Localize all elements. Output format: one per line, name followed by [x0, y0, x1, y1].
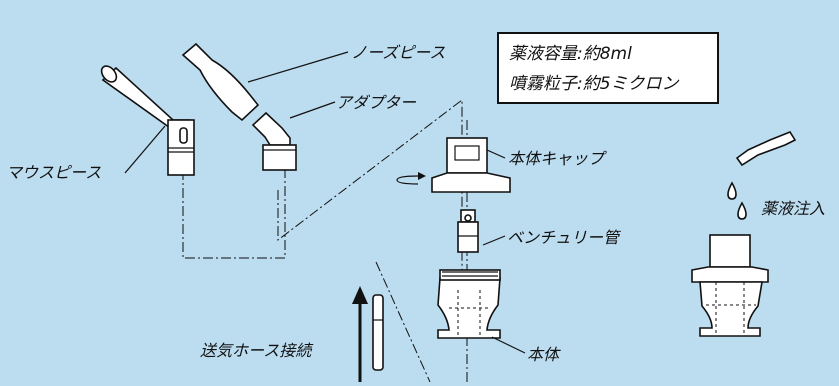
body-arrow [491, 336, 526, 354]
assembled-cap [691, 266, 769, 283]
assembled-body [699, 281, 763, 337]
rotation-arrow [396, 172, 426, 185]
particle-spec: 噴霧粒子:約5ミクロン [509, 74, 679, 94]
venturi-tube-part [457, 209, 479, 253]
body-cap-base [431, 172, 511, 193]
adapter-elbow [251, 111, 291, 146]
assembled-top [709, 234, 751, 268]
nose-piece-label: ノーズピース [351, 43, 446, 62]
drop-1 [727, 181, 737, 200]
mouthpiece-assembly-line [182, 150, 286, 259]
air-hose-part [352, 286, 384, 382]
medicine-bottle [735, 131, 797, 167]
mouthpiece-arrow [124, 125, 166, 174]
liquid-injection-illustration [691, 131, 797, 337]
body-cap-top [446, 137, 488, 174]
air-hose-label: 送気ホース接続 [200, 341, 312, 360]
venturi-tube-label: ベンチュリー管 [507, 228, 620, 247]
mouthpiece-tip [100, 65, 118, 83]
body-thread [439, 269, 501, 281]
nose-piece-arrow [247, 51, 349, 83]
venturi-arrow [482, 235, 506, 246]
mouthpiece-part [100, 65, 195, 176]
body-label: 本体 [527, 345, 560, 364]
air-flow-arrow [352, 286, 368, 304]
liquid-injection-label: 薬液注入 [761, 199, 826, 218]
spec-box: 薬液容量:約8ml 噴霧粒子:約5ミクロン [497, 32, 719, 104]
adapter-base [262, 144, 297, 171]
adapter-arrow [289, 101, 336, 119]
body-cap-part [431, 137, 511, 193]
nose-piece-body [181, 42, 260, 122]
venturi-body [457, 221, 479, 253]
adapter-label: アダプター [336, 93, 417, 112]
air-hose-connector [372, 294, 384, 371]
nose-piece-part [181, 42, 260, 122]
hose-assembly-line [375, 261, 431, 383]
mouthpiece-hole [179, 127, 188, 144]
body-cap-label: 本体キャップ [508, 149, 605, 168]
adapter-part [251, 111, 297, 171]
body-cap-arrow [486, 149, 506, 159]
body-part [437, 269, 501, 339]
drop-2 [737, 201, 747, 220]
capacity-spec: 薬液容量:約8ml [509, 44, 632, 64]
mouthpiece-label: マウスピース [6, 163, 102, 182]
label-arrows [124, 51, 526, 354]
